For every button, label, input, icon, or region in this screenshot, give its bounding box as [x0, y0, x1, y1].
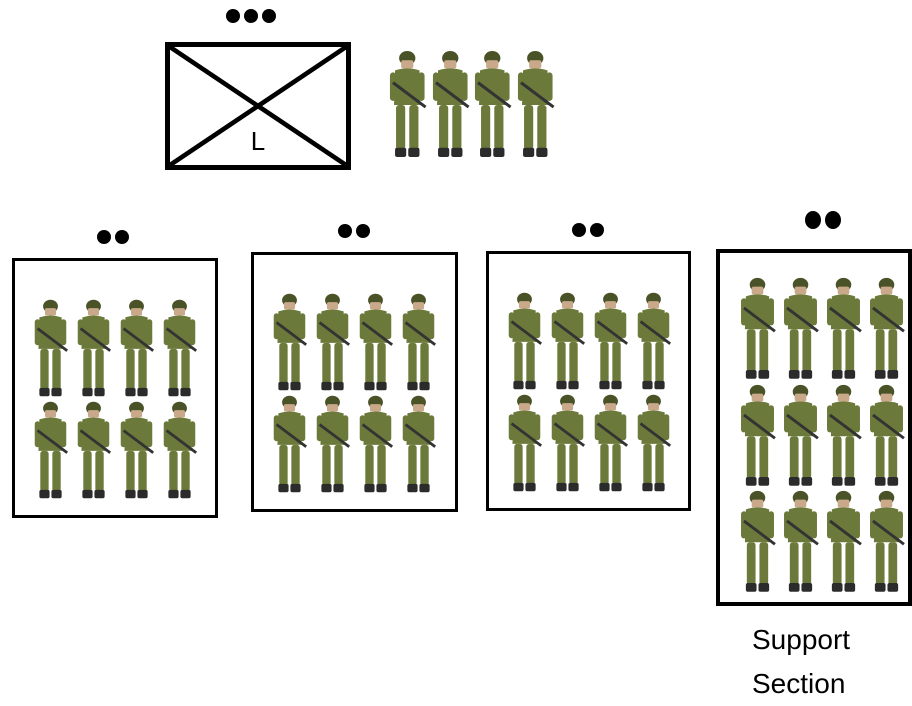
soldier-icon	[779, 488, 822, 595]
soldier-icon	[115, 297, 158, 399]
soldier-icon	[822, 275, 865, 382]
echelon-dot	[356, 224, 370, 238]
soldier-icon	[865, 382, 908, 489]
hq-echelon-indicator	[226, 9, 276, 23]
echelon-dot	[226, 9, 240, 23]
soldier-icon	[822, 382, 865, 489]
section-box	[12, 258, 218, 518]
caption-line: Section	[752, 668, 846, 699]
soldier-icon	[736, 275, 779, 382]
soldier-icon	[386, 48, 429, 160]
echelon-dot	[244, 9, 258, 23]
echelon-dot	[805, 211, 821, 229]
soldier-icon	[72, 399, 115, 501]
echelon-dot	[262, 9, 276, 23]
soldier-icon	[736, 488, 779, 595]
soldier-icon	[471, 48, 514, 160]
soldier-icon	[779, 275, 822, 382]
echelon-dot	[572, 223, 586, 237]
soldier-icon	[503, 392, 546, 494]
soldier-icon	[865, 275, 908, 382]
soldier-icon	[822, 488, 865, 595]
soldier-icon	[158, 399, 201, 501]
caption-line: Support	[752, 624, 851, 655]
soldier-icon	[29, 297, 72, 399]
soldier-icon	[779, 382, 822, 489]
soldier-icon	[632, 290, 675, 392]
section-echelon-indicator	[97, 230, 129, 244]
section-soldier-group	[503, 290, 675, 494]
support-section-box	[716, 249, 912, 606]
section-box	[486, 251, 691, 511]
infantry-cross-icon	[170, 47, 346, 165]
soldier-icon	[546, 392, 589, 494]
soldier-icon	[268, 291, 311, 393]
soldier-icon	[354, 291, 397, 393]
echelon-dot	[115, 230, 129, 244]
support-soldier-group	[736, 275, 908, 595]
soldier-icon	[158, 297, 201, 399]
soldier-icon	[397, 393, 440, 495]
soldier-icon	[589, 290, 632, 392]
soldier-icon	[589, 392, 632, 494]
hq-soldier-group	[386, 48, 556, 160]
soldier-icon	[311, 291, 354, 393]
infantry-unit-symbol: L	[165, 42, 351, 170]
echelon-dot	[825, 211, 841, 229]
soldier-icon	[29, 399, 72, 501]
soldier-icon	[632, 392, 675, 494]
soldier-icon	[354, 393, 397, 495]
section-echelon-indicator	[338, 224, 370, 238]
soldier-icon	[736, 382, 779, 489]
section-soldier-group	[29, 297, 201, 501]
soldier-icon	[397, 291, 440, 393]
section-echelon-indicator	[572, 223, 604, 237]
soldier-icon	[503, 290, 546, 392]
unit-symbol-label: L	[250, 126, 266, 156]
soldier-icon	[546, 290, 589, 392]
section-soldier-group	[268, 291, 440, 495]
soldier-icon	[115, 399, 158, 501]
support-echelon-indicator	[805, 211, 841, 229]
echelon-dot	[338, 224, 352, 238]
section-box	[251, 252, 458, 512]
soldier-icon	[429, 48, 472, 160]
soldier-icon	[865, 488, 908, 595]
echelon-dot	[590, 223, 604, 237]
support-section-caption: Support Section	[752, 618, 850, 706]
soldier-icon	[72, 297, 115, 399]
soldier-icon	[514, 48, 557, 160]
soldier-icon	[311, 393, 354, 495]
soldier-icon	[268, 393, 311, 495]
echelon-dot	[97, 230, 111, 244]
